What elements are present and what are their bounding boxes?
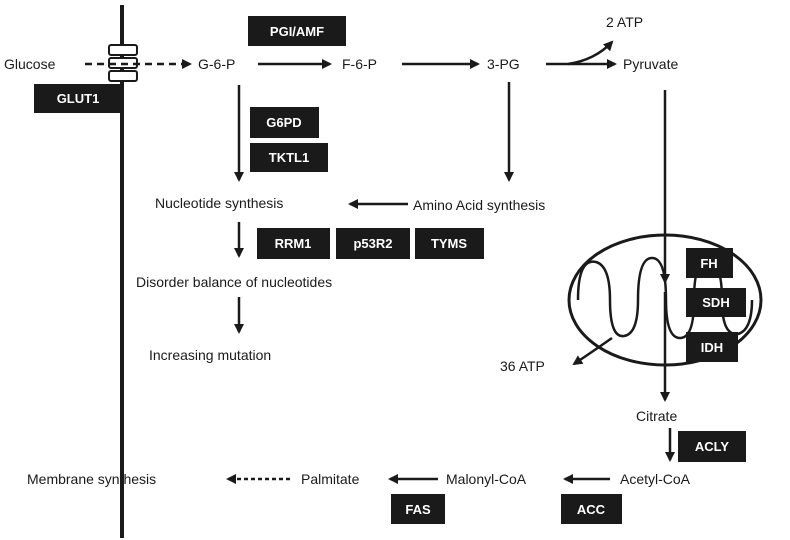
svg-text:FH: FH [700, 256, 717, 271]
enzyme-box-acc: ACC [561, 494, 622, 524]
enzyme-box-sdh: SDH [686, 288, 746, 317]
svg-text:RRM1: RRM1 [275, 236, 312, 251]
svg-text:PGI/AMF: PGI/AMF [270, 24, 324, 39]
enzyme-box-tyms: TYMS [415, 228, 484, 259]
svg-text:ACC: ACC [577, 502, 606, 517]
enzyme-box-fas: FAS [391, 494, 445, 524]
svg-text:ACLY: ACLY [695, 439, 730, 454]
label-palmitate: Palmitate [301, 471, 360, 487]
svg-text:FAS: FAS [405, 502, 431, 517]
arrow-to-2atp [567, 40, 614, 66]
label-disorder-balance: Disorder balance of nucleotides [136, 274, 332, 290]
enzyme-box-p53r2: p53R2 [336, 228, 410, 259]
svg-text:GLUT1: GLUT1 [57, 91, 100, 106]
enzyme-box-glut1: GLUT1 [34, 84, 123, 113]
label-amino-acid-synthesis: Amino Acid synthesis [413, 197, 545, 213]
label-glucose: Glucose [4, 56, 56, 72]
svg-text:TKTL1: TKTL1 [269, 150, 309, 165]
label-malonyl-coa: Malonyl-CoA [446, 471, 527, 487]
enzyme-box-acly: ACLY [678, 431, 746, 462]
label-3pg: 3-PG [487, 56, 520, 72]
enzyme-box-pgi-amf: PGI/AMF [248, 16, 346, 46]
enzyme-box-rrm1: RRM1 [257, 228, 330, 259]
enzyme-box-fh: FH [686, 248, 733, 278]
label-g6p: G-6-P [198, 56, 235, 72]
enzyme-box-tktl1: TKTL1 [250, 143, 328, 172]
label-36atp: 36 ATP [500, 358, 545, 374]
svg-text:IDH: IDH [701, 340, 723, 355]
label-acetyl-coa: Acetyl-CoA [620, 471, 691, 487]
label-2atp: 2 ATP [606, 14, 643, 30]
svg-text:p53R2: p53R2 [353, 236, 392, 251]
label-f6p: F-6-P [342, 56, 377, 72]
svg-text:TYMS: TYMS [431, 236, 467, 251]
label-nucleotide-synthesis: Nucleotide synthesis [155, 195, 283, 211]
svg-text:SDH: SDH [702, 295, 729, 310]
label-pyruvate: Pyruvate [623, 56, 678, 72]
label-increasing-mutation: Increasing mutation [149, 347, 271, 363]
arrow-to-36atp [572, 336, 613, 366]
enzyme-box-g6pd: G6PD [250, 107, 319, 138]
svg-text:G6PD: G6PD [266, 115, 301, 130]
enzyme-box-idh: IDH [686, 332, 738, 362]
label-citrate: Citrate [636, 408, 677, 424]
label-membrane-synthesis: Membrane synthesis [27, 471, 156, 487]
